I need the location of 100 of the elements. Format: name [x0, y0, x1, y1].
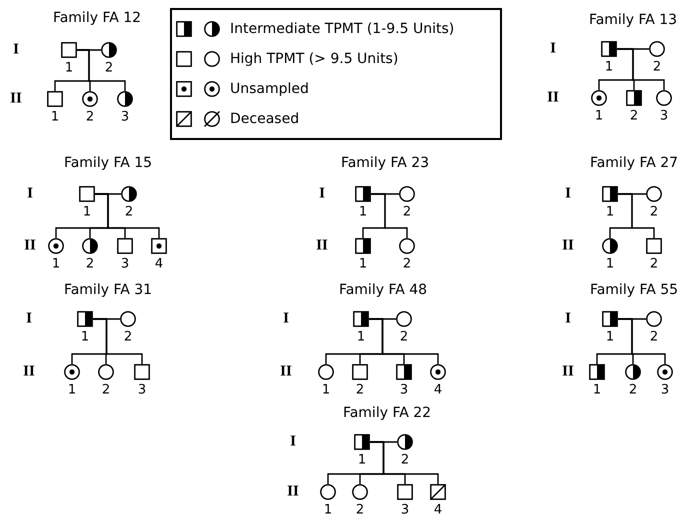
descent-line [370, 441, 439, 484]
female-circle-symbol [591, 90, 607, 106]
individual-number: 1 [80, 330, 90, 344]
male-square-symbol [601, 41, 617, 57]
individual-number: 1 [606, 330, 614, 344]
family-title: Family FA 13 [588, 13, 678, 27]
generation-numeral: II [24, 238, 36, 254]
male-square-symbol [602, 186, 618, 202]
individual-number: 2 [104, 62, 114, 74]
generation-numeral: I [27, 186, 33, 202]
individual-number: 2 [400, 454, 410, 466]
male-square-symbol [602, 311, 618, 327]
male-square-symbol [626, 90, 642, 106]
female-circle-symbol [656, 90, 672, 106]
generation-numeral: II [547, 90, 559, 106]
individual-number: 2 [628, 384, 638, 396]
male-square-symbol [353, 311, 369, 327]
individual-number: 1 [606, 206, 614, 218]
generation-numeral: I [26, 312, 32, 326]
individual-number: 3 [138, 384, 146, 396]
female-circle-symbol [121, 186, 137, 202]
generation-numeral: II [562, 238, 574, 254]
female-circle-symbol [117, 91, 133, 107]
individual-number: 2 [124, 330, 132, 344]
individual-number: 1 [604, 60, 614, 74]
female-circle-symbol [646, 311, 662, 327]
legend-text: Unsampled [230, 80, 309, 98]
descent-line [371, 193, 408, 238]
male-square-symbol [354, 434, 370, 450]
female-circle-symbol [101, 42, 117, 58]
individual-number: 1 [52, 258, 60, 270]
female-circle-symbol [602, 238, 618, 254]
descent-line [77, 49, 126, 91]
legend-text: Deceased [230, 110, 300, 128]
individual-number: 2 [650, 258, 658, 270]
female-circle-symbol [397, 434, 413, 450]
generation-numeral: II [23, 364, 35, 380]
descent-line [618, 318, 666, 364]
individual-number: 3 [660, 110, 668, 122]
female-circle-symbol [657, 364, 673, 380]
family-title: Family FA 55 [590, 283, 678, 297]
individual-number: 1 [358, 258, 368, 270]
female-circle-symbol [352, 484, 368, 500]
female-circle-symbol [399, 186, 415, 202]
generation-numeral: I [290, 434, 296, 450]
family-title: Family FA 22 [342, 406, 432, 420]
generation-numeral: II [316, 238, 328, 254]
individual-number: 1 [606, 258, 614, 270]
male-square-symbol [355, 186, 371, 202]
individual-number: 3 [120, 110, 130, 124]
generation-numeral: I [550, 42, 556, 56]
legend-text: High TPMT (> 9.5 Units) [230, 50, 398, 68]
individual-number: 3 [120, 258, 130, 270]
individual-number: 1 [356, 330, 366, 344]
family-title: Family FA 31 [64, 283, 152, 297]
descent-line [617, 48, 665, 90]
individual-number: 4 [154, 258, 164, 270]
individual-number: 1 [322, 384, 330, 396]
female-circle-symbol [48, 238, 64, 254]
family-title: Family FA 12 [52, 11, 142, 25]
male-square-symbol [151, 238, 167, 254]
individual-number: 1 [594, 110, 604, 122]
individual-number: 1 [68, 384, 76, 396]
generation-numeral: II [562, 364, 574, 380]
legend-text: Intermediate TPMT (1-9.5 Units) [230, 20, 454, 38]
male-square-symbol [396, 364, 412, 380]
individual-number: 4 [434, 504, 442, 516]
female-circle-symbol [430, 364, 446, 380]
individual-number: 2 [402, 258, 412, 270]
individual-number: 2 [124, 206, 134, 218]
female-circle-symbol [64, 364, 80, 380]
family-title: Family FA 15 [64, 156, 152, 170]
female-circle-symbol [82, 91, 98, 107]
male-square-symbol [430, 484, 446, 500]
female-circle-symbol [320, 484, 336, 500]
individual-number: 2 [650, 330, 658, 344]
male-square-symbol [646, 238, 662, 254]
individual-number: 3 [400, 384, 408, 396]
individual-number: 1 [358, 454, 366, 466]
generation-numeral: II [10, 92, 22, 106]
generation-numeral: II [280, 364, 292, 380]
individual-number: 2 [356, 384, 364, 396]
male-square-symbol [77, 311, 93, 327]
family-title: Family FA 27 [590, 156, 678, 170]
male-square-symbol [589, 364, 605, 380]
individual-number: 2 [650, 206, 658, 218]
descent-line [93, 318, 143, 364]
male-square-symbol [355, 238, 371, 254]
female-circle-symbol [318, 364, 334, 380]
generation-numeral: I [565, 312, 571, 326]
generation-numeral: I [565, 186, 571, 202]
descent-line [369, 318, 439, 364]
male-square-symbol [61, 42, 77, 58]
individual-number: 1 [324, 504, 332, 516]
male-square-symbol [397, 484, 413, 500]
male-square-symbol [352, 364, 368, 380]
individual-number: 2 [86, 110, 94, 124]
individual-number: 1 [358, 206, 368, 218]
individual-number: 1 [64, 62, 74, 74]
female-circle-symbol [399, 238, 415, 254]
